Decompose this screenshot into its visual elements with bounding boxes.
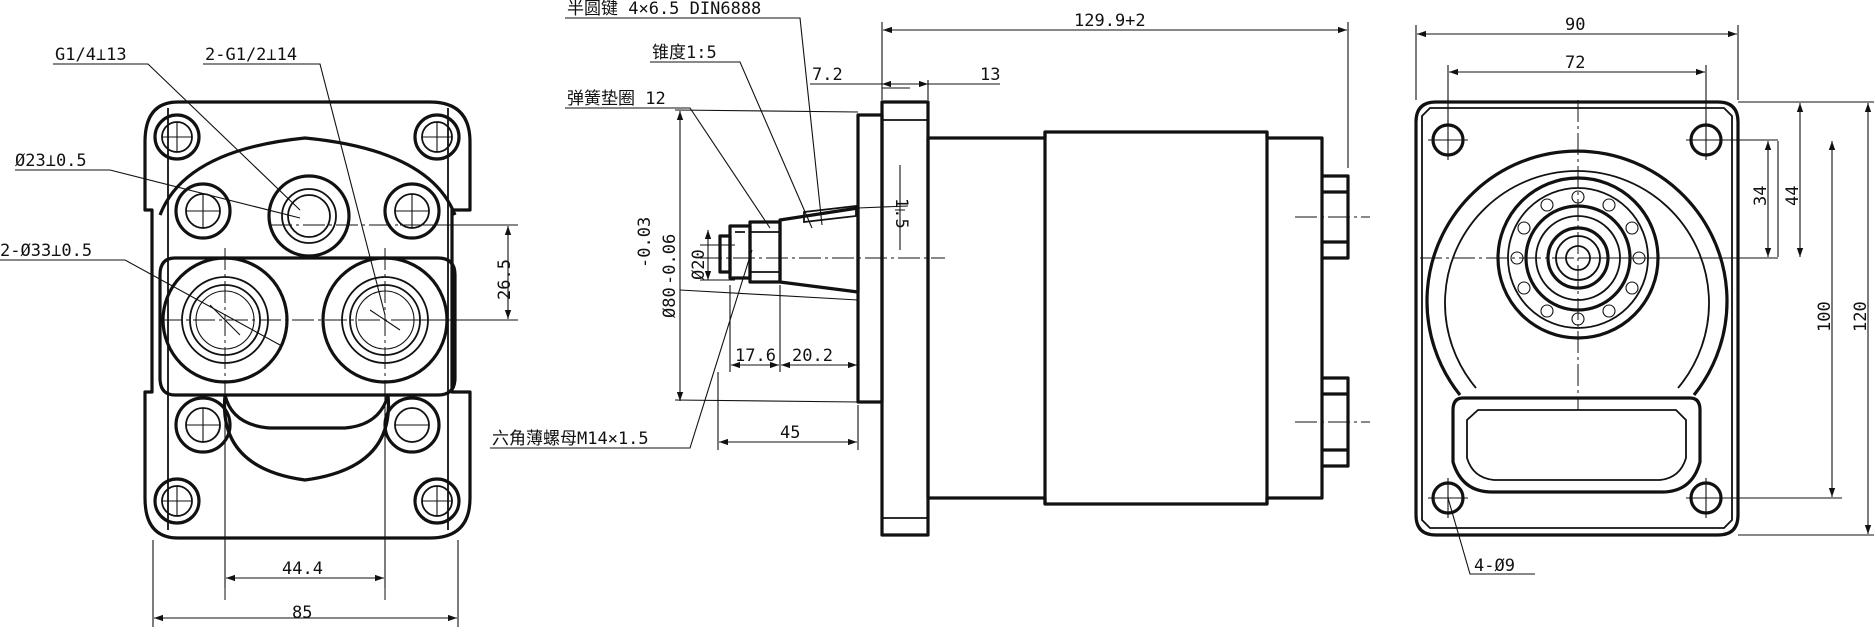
dim-44-label: 44 [1783,186,1803,206]
front-view: G1/4⊥13 2-G1/2⊥14 Ø23⊥0.5 2-Ø33⊥0.5 26.5… [0,45,518,627]
tol-upper-label: -0.03 [635,217,655,268]
callout-d23-label: Ø23⊥0.5 [15,151,87,171]
front-port-plate [158,256,457,397]
rear-lower-slot [1451,396,1702,494]
callout-2d33-label: 2-Ø33⊥0.5 [0,241,92,261]
shaft [718,204,860,294]
dim-13-label: 13 [980,65,1000,85]
side-view: 半圆键 4×6.5 DIN6888 锥度1:5 弹簧垫圈 12 7.2 13 1… [490,0,1370,537]
dim-d80-label: Ø80 [660,287,680,318]
side-flange [880,100,930,537]
dim-100-label: 100 [1815,301,1835,332]
dim-45-label: 45 [780,423,800,443]
rear-view: 90 72 34 44 100 120 4-Ø9 [1414,15,1874,576]
dim-17-6-label: 17.6 [735,346,776,366]
dim-44-4-label: 44.4 [282,559,323,579]
front-bolt-holes [153,113,461,525]
front-flange-curve [158,136,457,216]
callout-2g12-label: 2-G1/2⊥14 [205,45,297,65]
callout-taper-label: 锥度1:5 [652,43,717,63]
front-body-outline [143,100,472,540]
side-pilot [856,113,884,404]
dim-d20-label: Ø20 [689,249,709,280]
callout-nut-label: 六角薄螺母M14×1.5 [492,429,649,449]
dim-85-label: 85 [292,603,312,623]
dim-1-5-label: 1.5 [891,198,911,229]
rear-flange-outline [1414,100,1740,537]
dim-72-label: 72 [1565,53,1585,73]
callout-key-label: 半圆键 4×6.5 DIN6888 [567,0,761,19]
dim-34-label: 34 [1751,186,1771,206]
side-housing [926,130,1324,506]
dim-26-5-label: 26.5 [495,259,515,300]
callout-holes-label: 4-Ø9 [1474,556,1515,576]
dim-20-2-label: 20.2 [792,346,833,366]
small-port [267,174,351,258]
dim-120-label: 120 [1851,301,1871,332]
callout-g14-label: G1/4⊥13 [55,45,127,65]
dim-90-label: 90 [1565,15,1585,35]
tol-lower-label: -0.06 [660,234,680,285]
rear-housing-arc [1425,149,1729,396]
rear-bolt-holes [1428,120,1726,518]
dim-129-9-label: 129.9+2 [1074,11,1146,31]
front-lower-lobe [222,393,391,482]
dim-7-2-label: 7.2 [812,65,843,85]
callout-washer-label: 弹簧垫圈 12 [567,89,666,109]
